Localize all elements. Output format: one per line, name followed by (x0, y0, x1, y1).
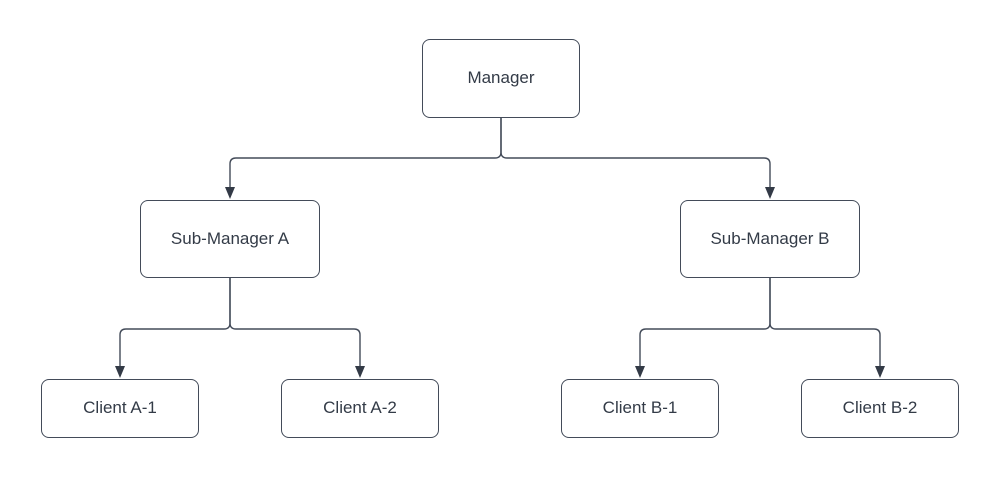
edge-sub-a-client-a2 (229, 278, 361, 367)
arrowhead-icon (875, 366, 885, 378)
node-sub-manager-b-label: Sub-Manager B (710, 228, 830, 248)
node-client-a1[interactable]: Client A-1 (41, 379, 199, 438)
arrowhead-icon (635, 366, 645, 378)
node-sub-manager-b[interactable]: Sub-Manager B (680, 200, 860, 278)
node-client-a2-label: Client A-2 (323, 398, 397, 418)
node-manager-label: Manager (467, 68, 535, 88)
edge-sub-b-client-b2 (769, 278, 881, 367)
arrowhead-icon (355, 366, 365, 378)
edge-manager-sub-a (229, 118, 502, 188)
arrowhead-icon (225, 187, 235, 199)
edge-sub-b-client-b1 (639, 278, 771, 367)
node-client-a2[interactable]: Client A-2 (281, 379, 439, 438)
node-client-a1-label: Client A-1 (83, 398, 157, 418)
node-manager[interactable]: Manager (422, 39, 580, 118)
arrowhead-icon (115, 366, 125, 378)
node-client-b2-label: Client B-2 (842, 398, 918, 418)
node-client-b1[interactable]: Client B-1 (561, 379, 719, 438)
node-sub-manager-a[interactable]: Sub-Manager A (140, 200, 320, 278)
node-client-b1-label: Client B-1 (602, 398, 678, 418)
node-client-b2[interactable]: Client B-2 (801, 379, 959, 438)
edge-sub-a-client-a1 (119, 278, 231, 367)
node-sub-manager-a-label: Sub-Manager A (170, 228, 290, 248)
edge-manager-sub-b (500, 118, 771, 188)
arrowhead-icon (765, 187, 775, 199)
